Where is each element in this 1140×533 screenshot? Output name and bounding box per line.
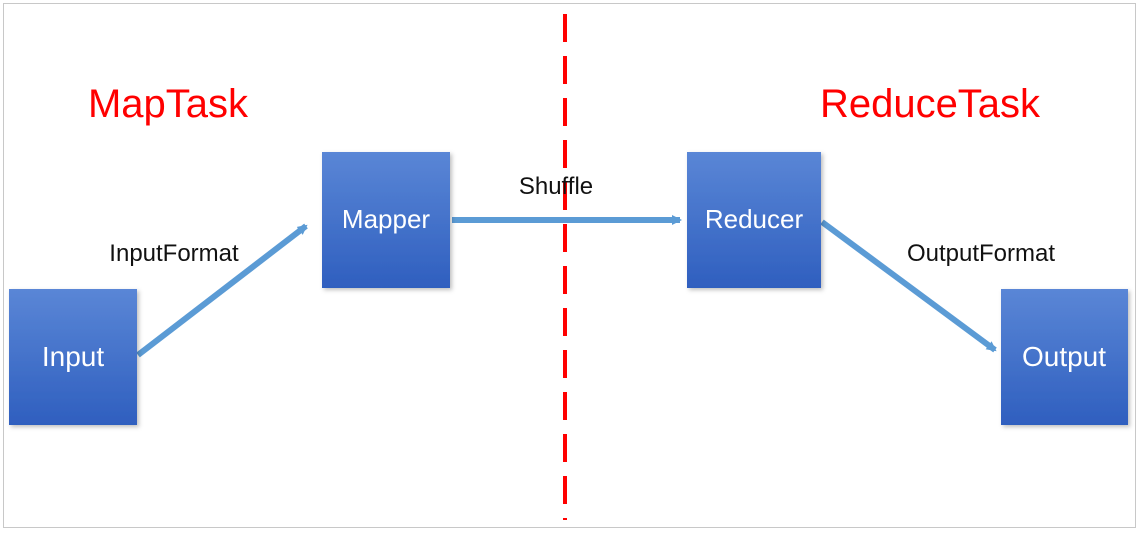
arrow-input-to-mapper xyxy=(136,223,308,358)
input-node-label: Input xyxy=(42,341,104,372)
edge-label-inputformat: InputFormat xyxy=(109,240,239,267)
diagram-frame xyxy=(3,3,1136,528)
reducer-node-label: Reducer xyxy=(705,204,804,234)
edge-label-shuffle: Shuffle xyxy=(519,173,593,200)
arrow-reducer-to-output xyxy=(820,219,997,353)
output-node: Output xyxy=(1001,289,1128,425)
output-node-label: Output xyxy=(1022,341,1106,372)
maptask-title: MapTask xyxy=(88,82,249,126)
input-node: Input xyxy=(9,289,137,425)
mapper-node-label: Mapper xyxy=(342,204,430,234)
mapper-node: Mapper xyxy=(322,152,450,288)
edge-label-outputformat: OutputFormat xyxy=(907,240,1055,267)
reducetask-title: ReduceTask xyxy=(820,82,1041,126)
reducer-node: Reducer xyxy=(687,152,821,288)
